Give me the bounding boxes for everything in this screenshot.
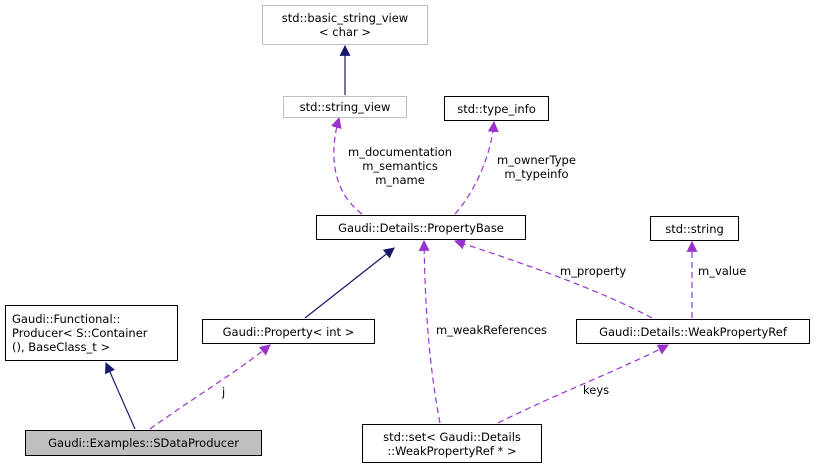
edge-label-j: j [222,385,226,399]
node-string-view[interactable]: std::string_view [283,96,407,118]
node-label-line: Producer< S::Container [12,326,148,340]
node-label-line: std::type_info [457,101,536,116]
node-label-line: (), BaseClass_t > [12,340,111,354]
node-basic-string-view[interactable]: std::basic_string_view < char > [262,5,428,45]
node-std-string[interactable]: std::string [650,216,739,241]
node-type-info[interactable]: std::type_info [444,96,549,121]
edge-weak-property-ref-to-set [497,344,669,424]
edge-label-doc-sem-name: m_documentation m_semantics m_name [348,145,453,187]
node-set-weak-refs[interactable]: std::set< Gaudi::Details ::WeakPropertyR… [362,424,542,463]
node-label-line: Gaudi::Details::WeakPropertyRef [599,324,787,339]
edge-label-m-value: m_value [698,264,747,278]
node-property-base[interactable]: Gaudi::Details::PropertyBase [316,215,526,240]
node-label-line: std::basic_string_view [281,11,409,25]
edge-sdata-producer-to-property-int [149,344,271,430]
node-label-line: Gaudi::Examples::SDataProducer [48,436,239,450]
edge-property-int-to-property-base [304,247,395,319]
node-label-line: Gaudi::Property< int > [222,324,355,339]
node-label-line: std::string_view [299,100,391,114]
edge-sdata-producer-to-producer [104,361,136,430]
node-label-line: std::string [665,221,724,236]
edge-property-base-to-type-info [454,120,499,215]
node-label-line: std::set< Gaudi::Details [383,429,521,444]
node-property-int[interactable]: Gaudi::Property< int > [202,319,375,344]
edge-label-owner-typeinfo: m_ownerType m_typeinfo [497,153,576,181]
edge-weak-property-ref-to-property-base [453,238,653,319]
node-weak-property-ref[interactable]: Gaudi::Details::WeakPropertyRef [576,319,810,344]
node-functional-producer[interactable]: Gaudi::Functional:: Producer< S::Contain… [5,305,178,361]
node-label-line: Gaudi::Details::PropertyBase [338,220,504,235]
node-label-line: ::WeakPropertyRef * > [387,443,517,458]
edge-label-m-property: m_property [560,264,627,278]
edge-set-to-property-base [418,239,441,424]
edge-property-base-to-string-view [331,116,363,215]
node-label-line: Gaudi::Functional:: [12,312,121,326]
edge-label-m-weak-references: m_weakReferences [436,323,548,337]
node-sdata-producer: Gaudi::Examples::SDataProducer [25,430,262,456]
node-label-line: < char > [319,25,371,39]
edge-label-keys: keys [583,383,610,397]
